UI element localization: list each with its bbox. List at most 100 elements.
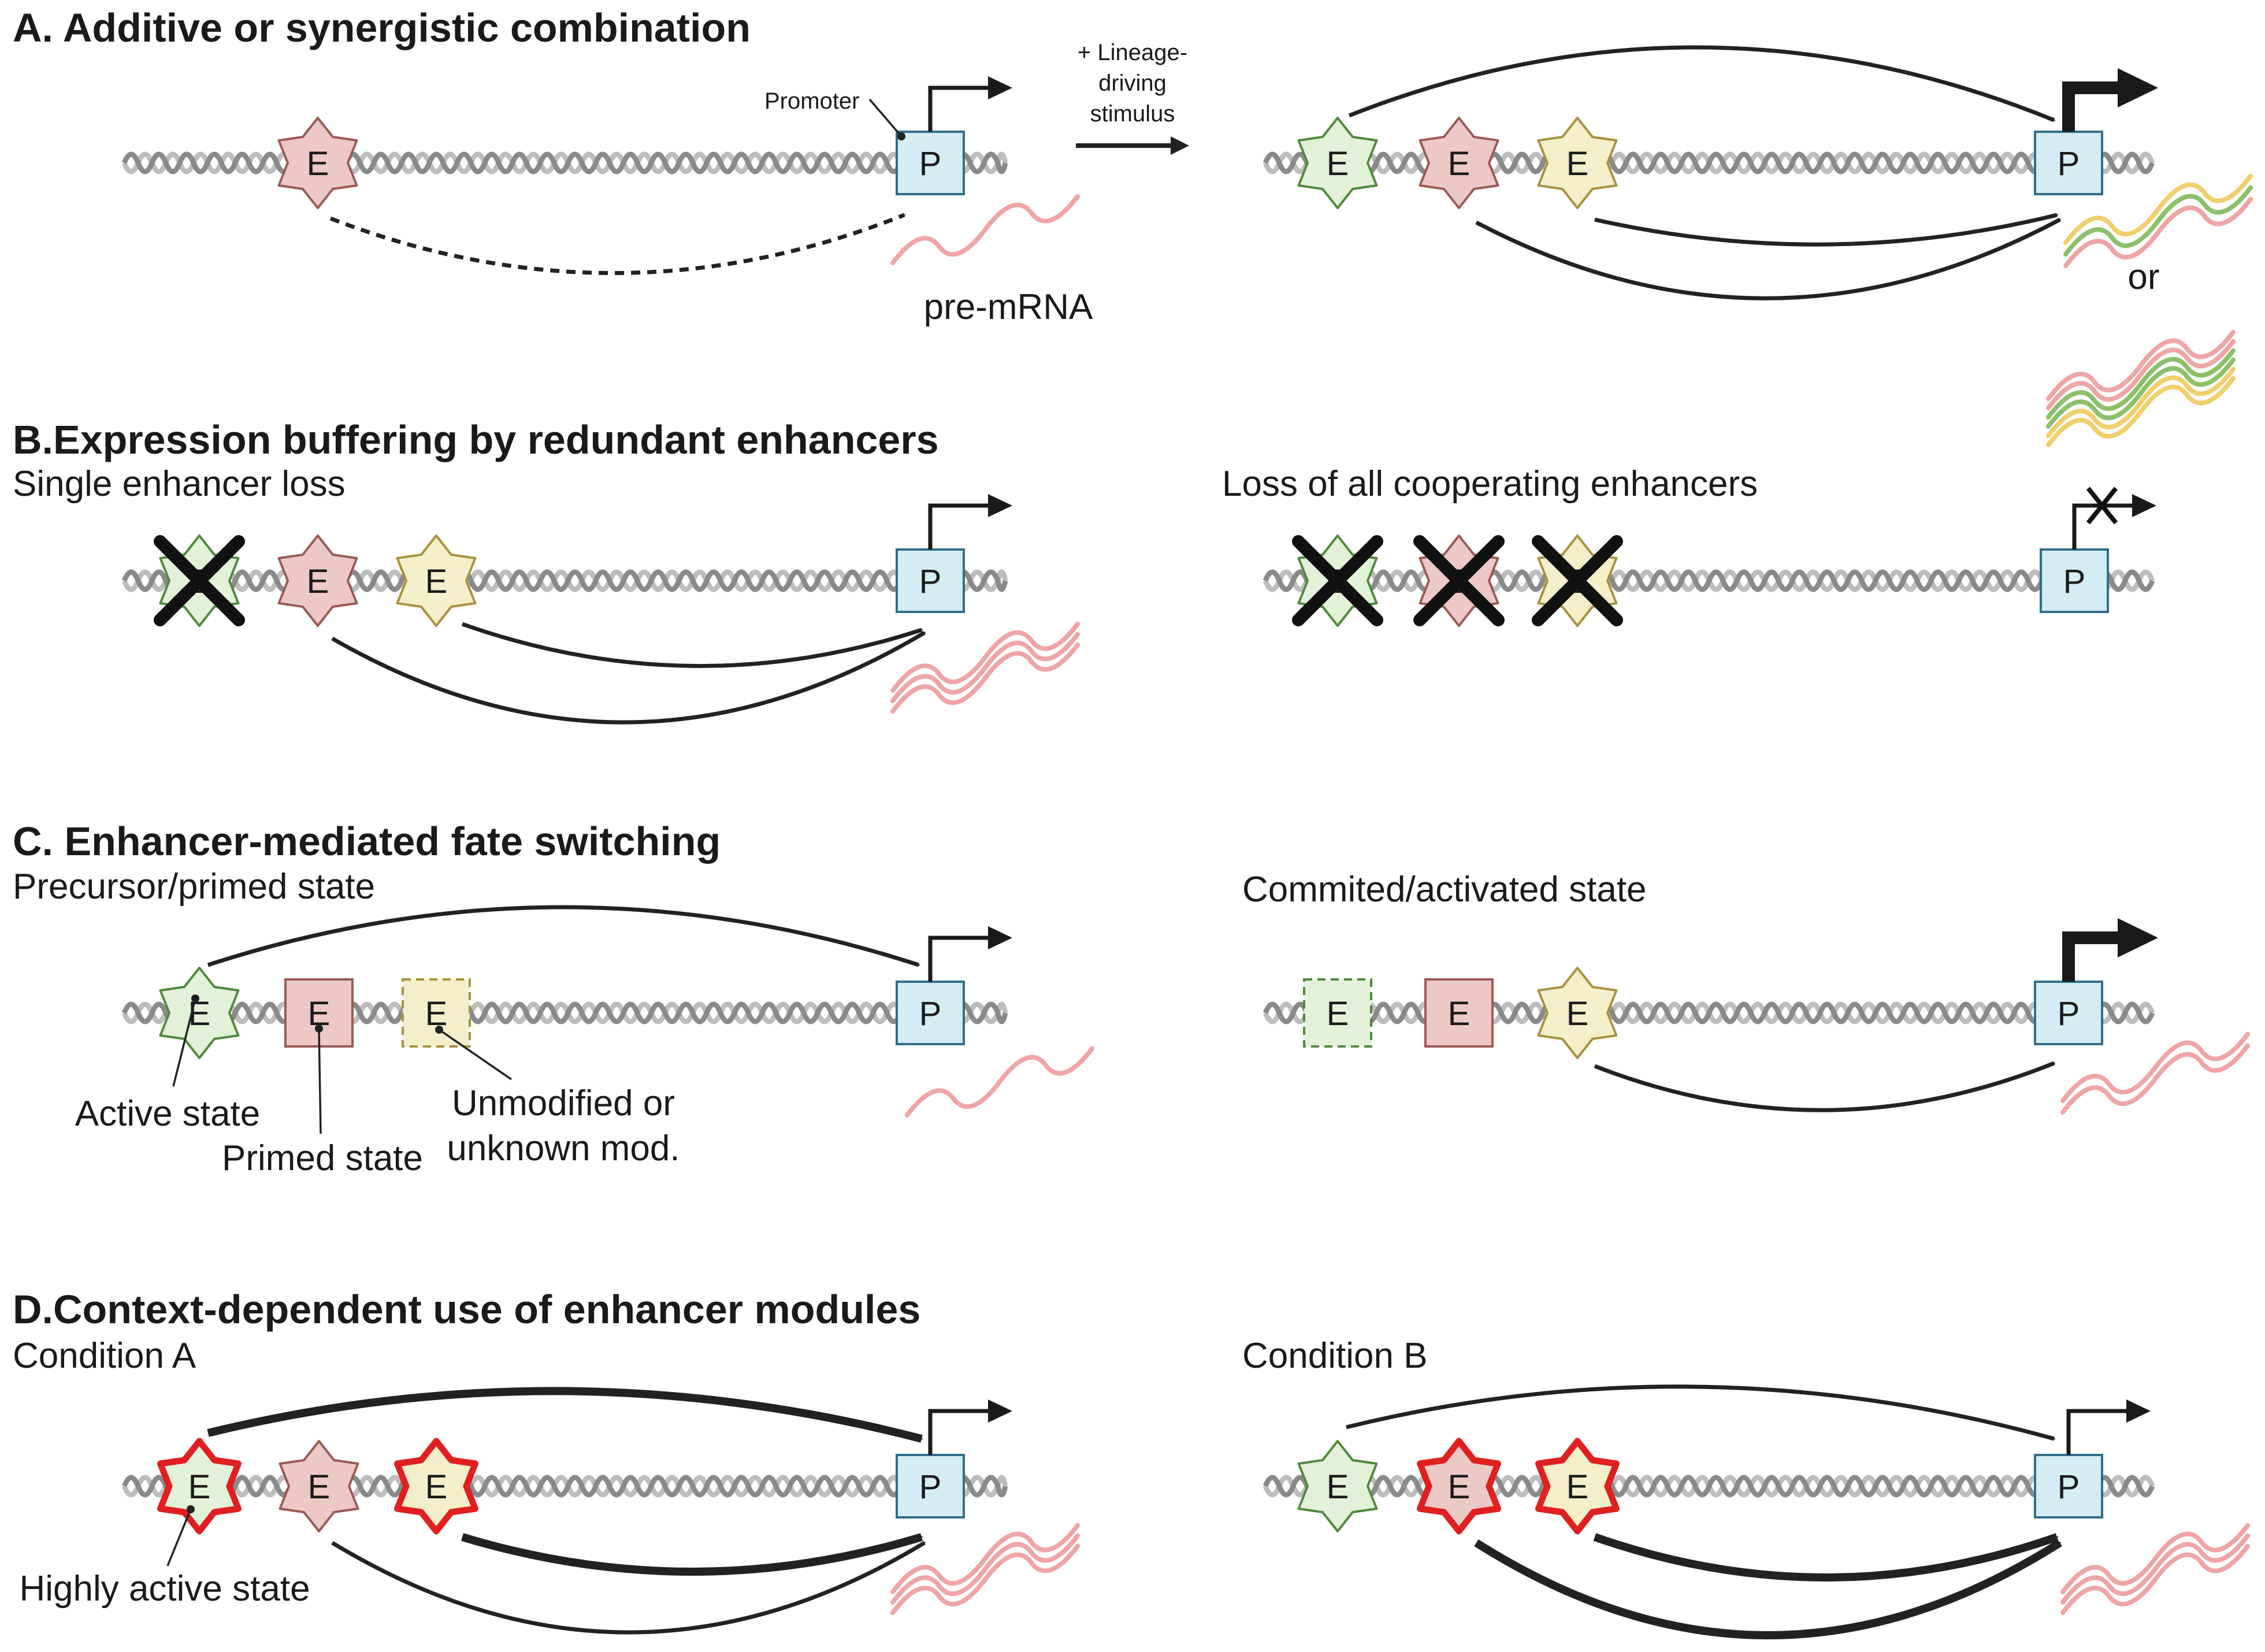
- rna-strand: [2060, 1543, 2250, 1615]
- enhancer-letter: E: [1327, 995, 1349, 1033]
- enhancer-promoter-arrow: [331, 1541, 926, 1635]
- blocked-transcription-icon: [2086, 487, 2118, 525]
- promoter-letter: P: [2058, 145, 2080, 183]
- panel-d-left-subtitle: Condition A: [13, 1336, 196, 1376]
- promoter-box: [2034, 1454, 2103, 1519]
- panel-d-right-subtitle: Condition B: [1242, 1336, 1428, 1376]
- rna-strand: [2046, 348, 2236, 420]
- tss-arrow: [2066, 1409, 2126, 1455]
- dna-strand-front: [1263, 569, 2155, 592]
- panel-c-title: C. Enhancer-mediated fate switching: [13, 819, 721, 864]
- rna-strand: [890, 642, 1080, 714]
- enhancer-letter: E: [425, 1468, 448, 1506]
- enhancer-star-green: [159, 967, 240, 1059]
- highly-active-leader-line: [166, 1509, 192, 1566]
- enhancer-letter: E: [308, 1468, 331, 1506]
- tss-arrow-head: [2126, 1399, 2151, 1423]
- tss-arrow: [928, 503, 988, 550]
- tss-arrow-head: [988, 1399, 1012, 1423]
- dna-strand-front: [121, 1001, 1008, 1024]
- rna-strand: [890, 1523, 1080, 1594]
- rna-strand: [890, 1533, 1080, 1605]
- enhancer-star-yellow: [1535, 1438, 1620, 1535]
- promoter-box: [896, 1454, 965, 1519]
- enhancer-box-pink: [1424, 978, 1494, 1048]
- dna-strands: [121, 151, 2155, 1498]
- primed-state-label: Primed state: [222, 1138, 423, 1178]
- promoter-box: [2034, 981, 2103, 1045]
- tss-arrow: [2062, 81, 2118, 132]
- enhancer-star-yellow: [394, 1438, 478, 1535]
- enhancer-box-yellow: [402, 978, 471, 1048]
- rna-strand: [890, 194, 1080, 265]
- enhancer-box-green: [1303, 978, 1372, 1048]
- highly-active-leader-dot: [187, 1505, 195, 1513]
- active-state-label: Active state: [75, 1094, 260, 1134]
- dna-strand-front: [1263, 151, 2155, 175]
- dna-strand-front: [1263, 1475, 2155, 1498]
- tss-arrow-head: [2132, 494, 2156, 517]
- panel-d-title: D.Context-dependent use of enhancer modu…: [13, 1287, 920, 1332]
- dna-strand-front: [1263, 1001, 2155, 1024]
- rna-strand: [890, 621, 1080, 693]
- panel-c-left-subtitle: Precursor/primed state: [13, 867, 375, 907]
- promoter-letter: P: [2063, 563, 2086, 600]
- regulatory-arrows: [207, 45, 2062, 1639]
- deletion-cross-icon: [1413, 535, 1505, 626]
- rna-strand: [2046, 339, 2236, 410]
- rna-strand: [890, 1543, 1080, 1615]
- enhancer-letter: E: [188, 1468, 211, 1506]
- deletion-cross-icon: [154, 535, 245, 626]
- tss-arrow: [2062, 931, 2118, 982]
- unmodified-leader-line: [439, 1029, 512, 1081]
- highly-active-state-label: Highly active state: [19, 1569, 310, 1609]
- tss-arrow: [928, 1409, 988, 1455]
- promoter-letter: P: [919, 145, 942, 183]
- unmodified-leader-dot: [435, 1026, 443, 1034]
- active-leader-line: [172, 998, 196, 1087]
- enhancer-promoter-arrow: [329, 213, 906, 276]
- enhancer-star-yellow: [1537, 117, 1618, 209]
- unmodified-label-line2: unknown mod.: [447, 1128, 680, 1168]
- rna-strand: [2063, 173, 2253, 245]
- enhancer-letter: E: [425, 563, 448, 600]
- enhancer-promoter-arrow: [461, 1533, 923, 1576]
- promoter-letter: P: [2058, 995, 2080, 1033]
- panel-c-right-subtitle: Commited/activated state: [1242, 870, 1647, 909]
- enhancer-letter: E: [1566, 995, 1589, 1033]
- rna-strand: [2060, 1523, 2250, 1594]
- enhancer-promoter-arrow: [331, 630, 926, 725]
- enhancer-letter: E: [1448, 1468, 1471, 1506]
- panel-b-title: B.Expression buffering by redundant enha…: [13, 417, 939, 462]
- tss-arrow: [2072, 503, 2132, 550]
- promoter-box: [896, 981, 965, 1045]
- enhancer-star-pink: [277, 534, 358, 627]
- promoter-letter: P: [919, 995, 942, 1033]
- active-leader-dot: [191, 994, 199, 1003]
- enhancer-star-pink: [1417, 1438, 1501, 1535]
- rna-transcripts: [890, 173, 2253, 1615]
- rna-strand: [2046, 329, 2236, 401]
- rna-strand: [2060, 1533, 2250, 1605]
- enhancer-letter: E: [1327, 145, 1349, 183]
- rna-strand: [2060, 1043, 2250, 1115]
- enhancer-promoter-arrow: [1594, 1061, 2056, 1112]
- enhancer-star-yellow: [1537, 967, 1618, 1059]
- enhancer-star-green: [1297, 1440, 1378, 1532]
- rna-strand: [2063, 185, 2253, 257]
- tss-arrow-head: [988, 926, 1012, 949]
- rna-strand: [2060, 1031, 2250, 1103]
- promoter-letter: P: [2058, 1468, 2080, 1506]
- enhancer-letter: E: [425, 995, 448, 1033]
- tss-arrow-head: [988, 76, 1012, 99]
- rna-strand: [2046, 376, 2236, 447]
- promoter-leader-line: [868, 98, 903, 138]
- deletion-cross-icon: [1292, 535, 1383, 626]
- enhancer-letter: E: [307, 563, 329, 600]
- stimulus-label-line2: driving: [1098, 70, 1167, 96]
- enhancer-letter: E: [307, 145, 329, 183]
- enhancer-star-pink: [279, 1440, 359, 1532]
- enhancer-star-pink: [1419, 117, 1499, 209]
